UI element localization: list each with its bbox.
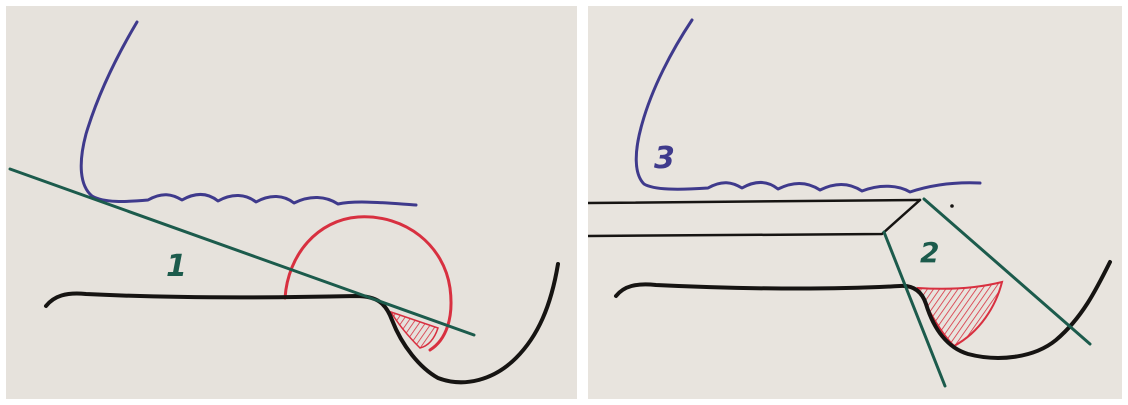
black-upper-parallel-line — [588, 198, 922, 205]
red-circle — [283, 215, 453, 352]
sketch-right-svg: 2 3 — [588, 6, 1122, 399]
blue-profile-curve — [634, 18, 982, 194]
label-2: 2 — [920, 236, 939, 269]
ink-dot — [950, 204, 954, 208]
green-line-right — [922, 197, 1092, 346]
sketch-panel-left: 1 — [6, 6, 577, 399]
red-hatched-region — [916, 280, 1004, 348]
label-3: 3 — [654, 141, 675, 176]
sketch-panel-right: 2 3 — [588, 6, 1122, 399]
green-line-left — [882, 230, 947, 388]
green-tangent-line-1 — [8, 167, 476, 337]
red-hatched-region — [389, 310, 439, 349]
label-1: 1 — [166, 249, 187, 284]
blue-profile-curve — [79, 20, 418, 207]
black-ground-line — [44, 262, 560, 385]
sketch-left-svg: 1 — [6, 6, 577, 399]
black-lower-parallel-line — [588, 198, 922, 238]
black-ground-line — [614, 260, 1112, 360]
